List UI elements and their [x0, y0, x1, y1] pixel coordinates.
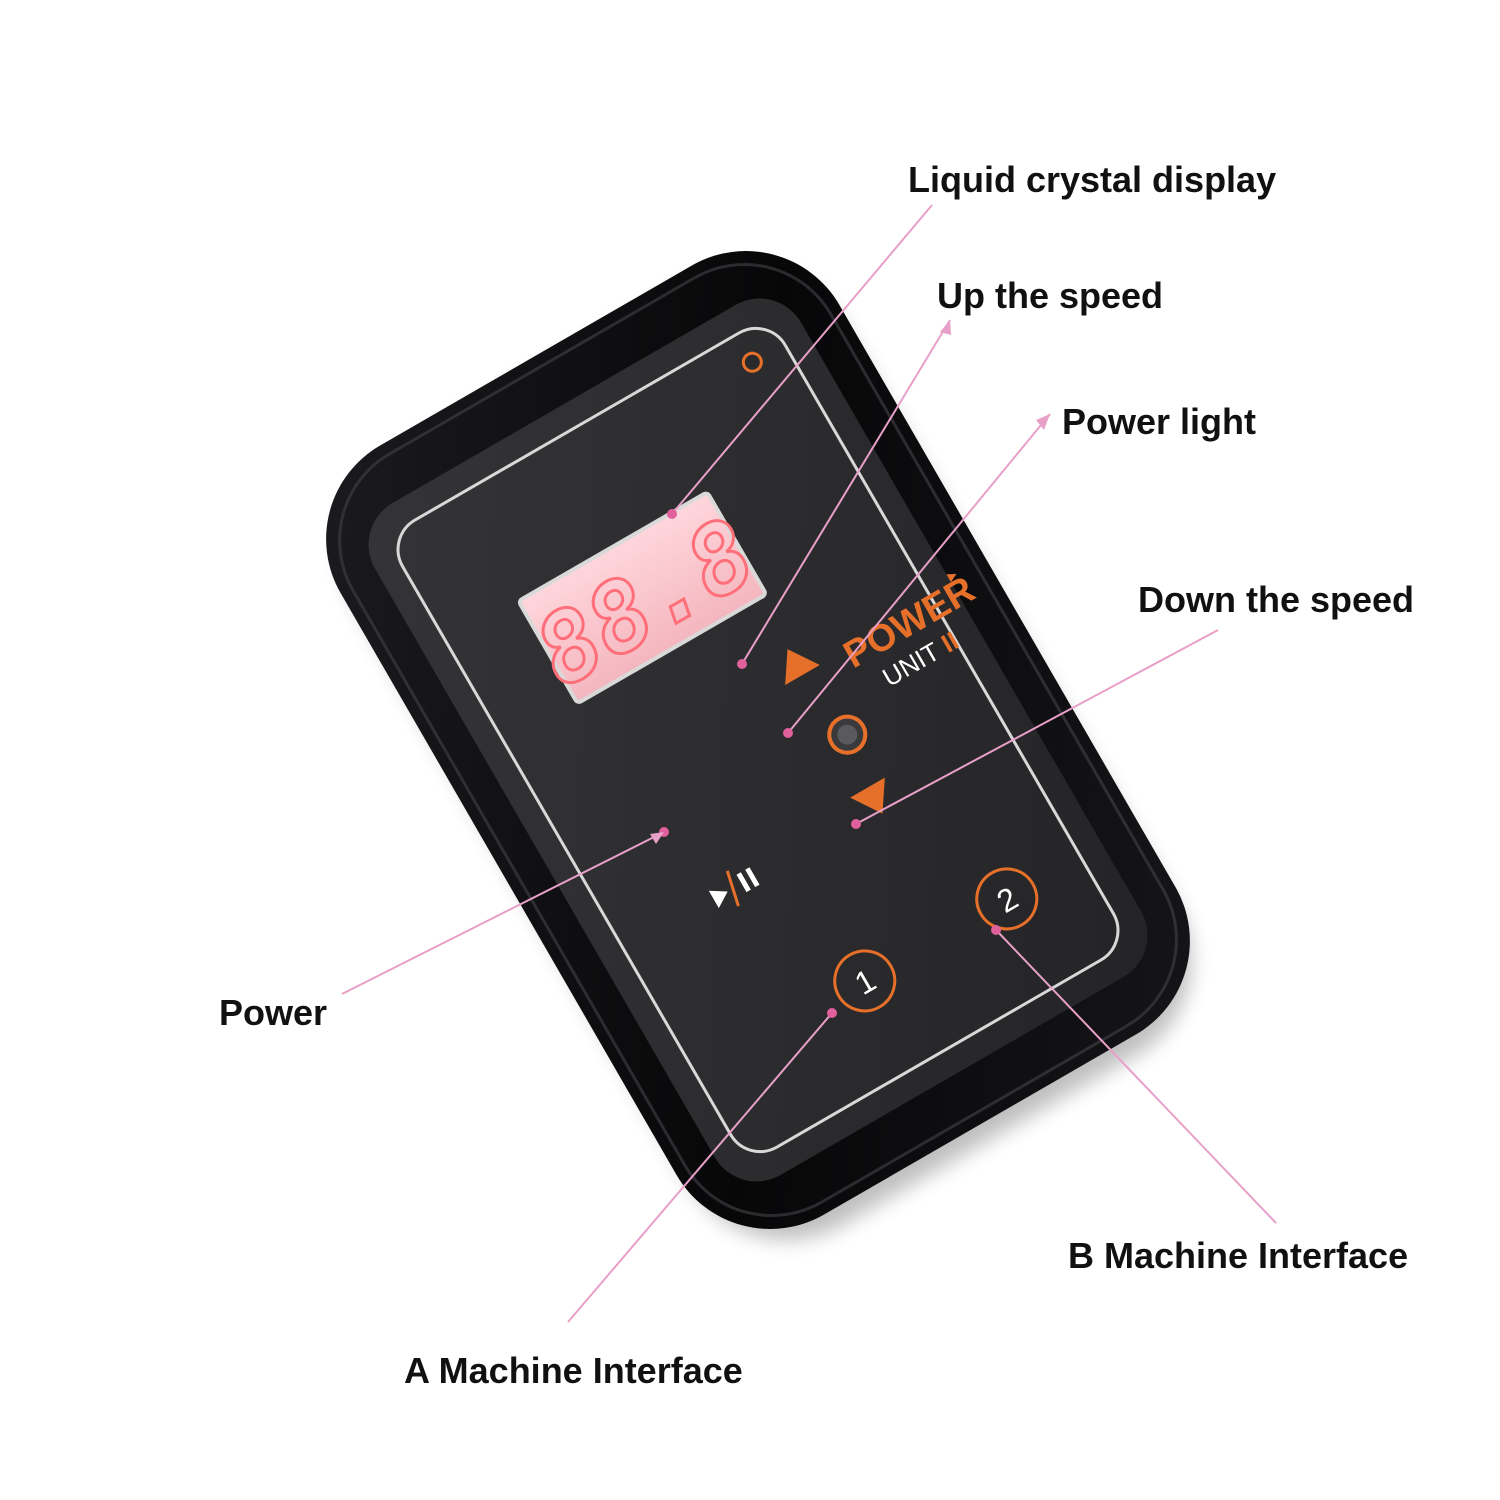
callout-b-interface: B Machine Interface	[1068, 1235, 1409, 1276]
callout-line-down	[855, 629, 1219, 825]
callout-line-power	[341, 831, 665, 995]
play-pause-icon	[708, 867, 760, 909]
callout-lines	[341, 204, 1277, 1323]
callout-lcd: Liquid crystal display	[908, 159, 1277, 200]
power-button[interactable]	[705, 860, 764, 915]
down-speed-button[interactable]	[850, 777, 900, 824]
callout-a-interface: A Machine Interface	[404, 1350, 743, 1391]
callout-down-speed: Down the speed	[1138, 579, 1415, 620]
callout-arrowheads	[650, 320, 1050, 844]
callout-power-light: Power light	[1062, 401, 1257, 442]
callout-up-speed: Up the speed	[937, 275, 1164, 316]
callout-line-a	[567, 1012, 833, 1323]
callout-line-lcd	[671, 204, 933, 515]
triangle-up-icon	[785, 649, 820, 686]
callout-power: Power	[219, 992, 328, 1033]
up-speed-button[interactable]	[770, 639, 820, 686]
callout-dots	[659, 509, 1001, 1018]
power-light-button[interactable]	[823, 710, 872, 759]
triangle-down-icon	[850, 777, 885, 814]
power-light-icon	[741, 351, 763, 373]
callout-line-b	[995, 929, 1277, 1224]
power-supply-device: 88.8 POWER ▸ UNIT II	[326, 251, 1190, 1229]
panel-border	[396, 326, 1120, 1154]
callout-line-power-light	[787, 413, 1051, 734]
control-panel	[368, 298, 1148, 1182]
callout-line-up	[741, 319, 951, 665]
